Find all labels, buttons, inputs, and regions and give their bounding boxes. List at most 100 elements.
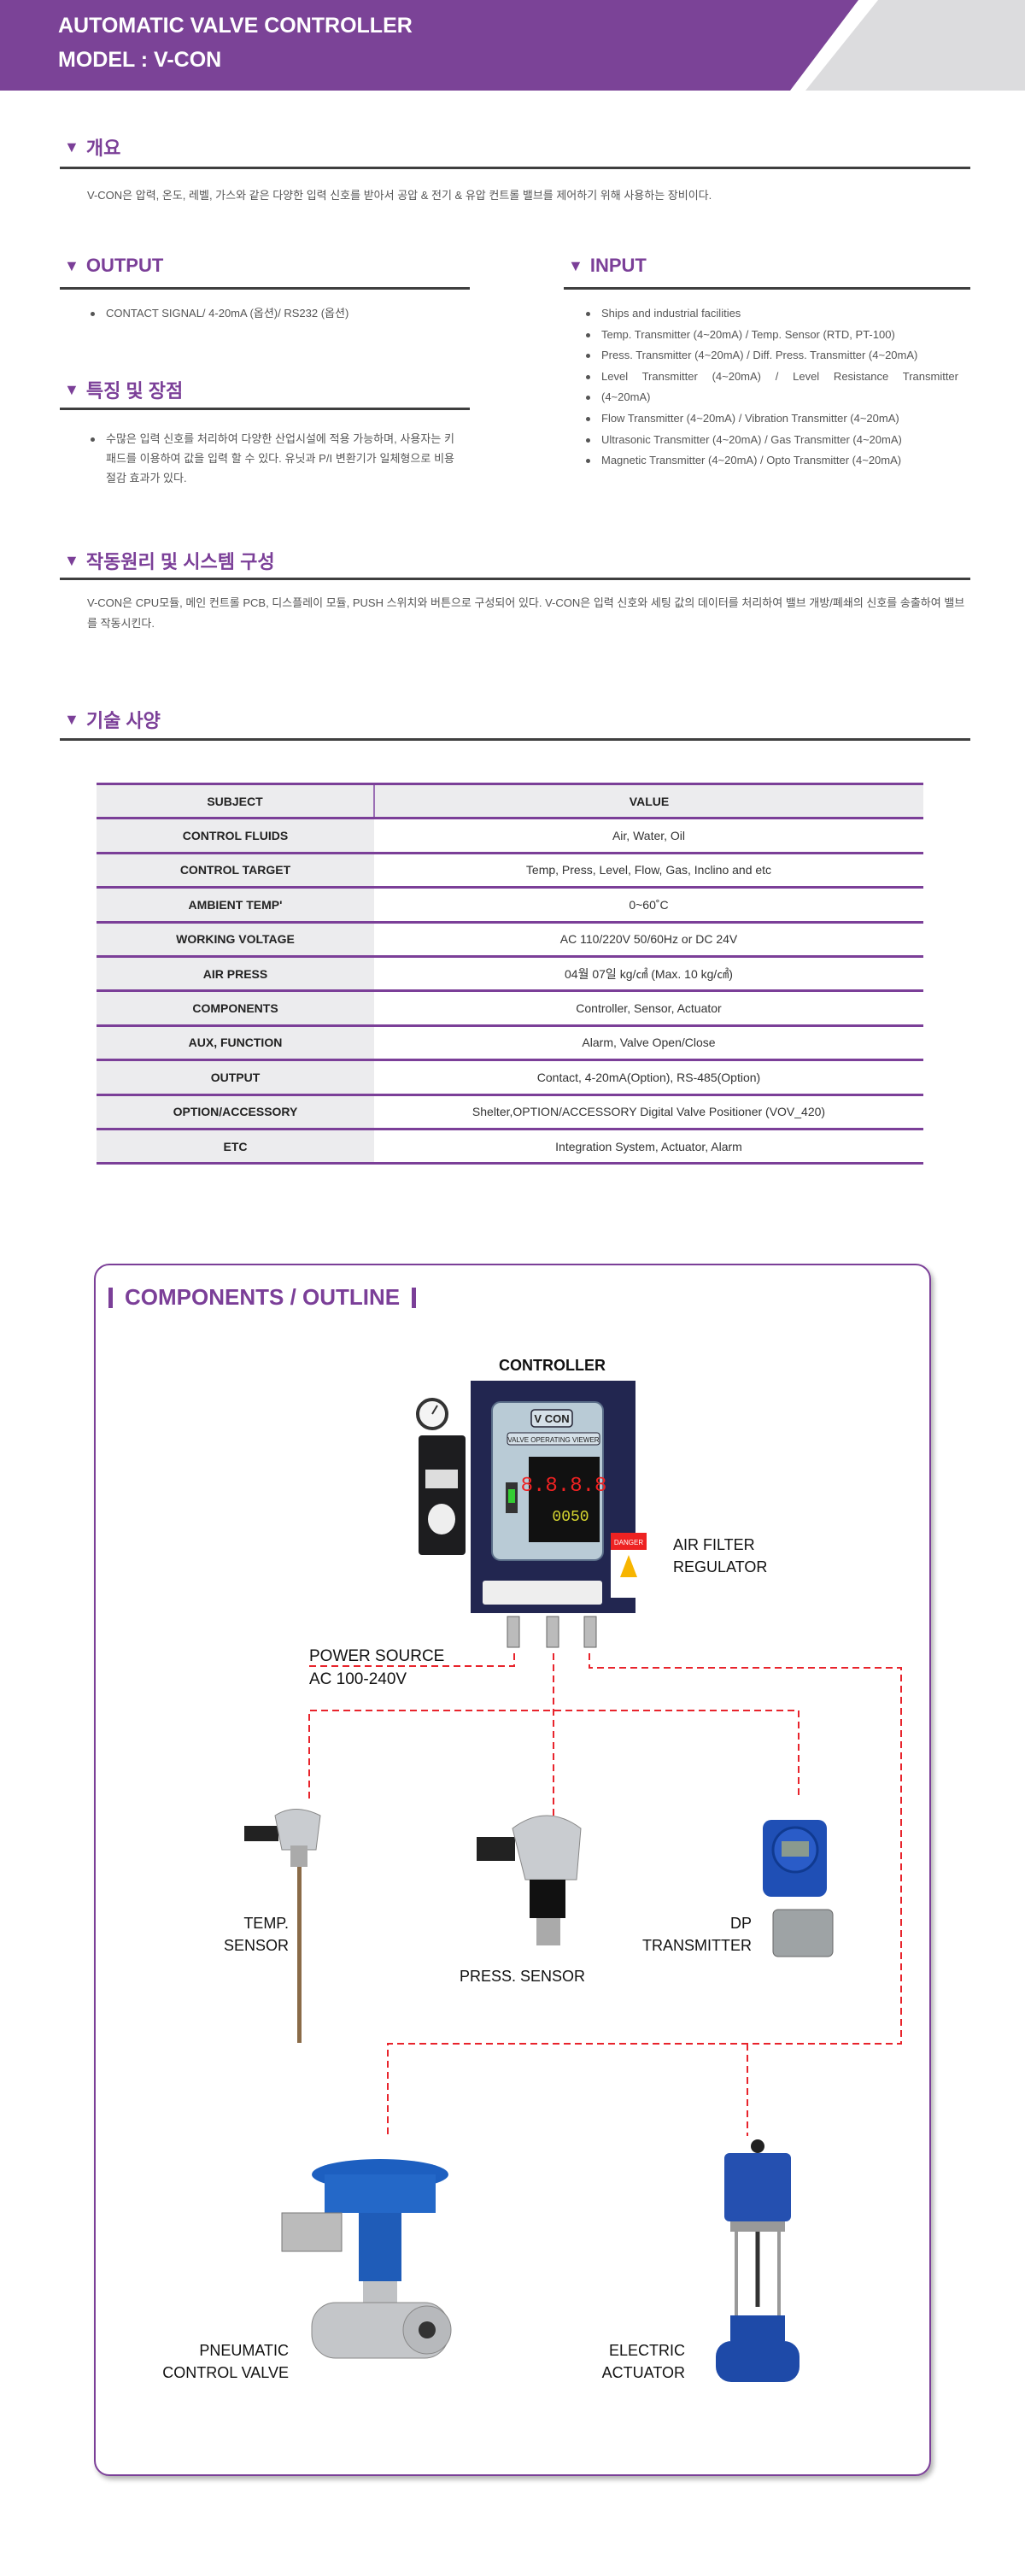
subject-cell: AMBIENT TEMP': [97, 887, 374, 924]
overview-heading: ▼ 개요: [64, 133, 120, 161]
divider: [60, 738, 970, 741]
divider: [564, 287, 970, 290]
list-item: (4~20mA): [583, 387, 958, 408]
components-title: COMPONENTS / OUTLINE: [108, 1284, 417, 1311]
label-line: PNEUMATIC: [199, 2342, 289, 2359]
column-header: SUBJECT: [97, 782, 375, 820]
triangle-down-icon: ▼: [64, 380, 79, 398]
label-line: ELECTRIC: [608, 2342, 685, 2359]
label-line: REGULATOR: [673, 1558, 768, 1576]
overview-text: V-CON은 압력, 온도, 레벨, 가스와 같은 다양한 입력 신호를 받아서…: [87, 189, 712, 202]
subject-cell: WORKING VOLTAGE: [97, 922, 374, 958]
label-line: SENSOR: [223, 1937, 289, 1954]
list-item: CONTACT SIGNAL/ 4-20mA (옵션)/ RS232 (옵션): [87, 303, 463, 325]
output-heading-text: OUTPUT: [85, 255, 164, 276]
subject-cell: OUTPUT: [97, 1059, 374, 1096]
label-line: CONTROL VALVE: [162, 2364, 289, 2381]
dp-transmitter-label: DP TRANSMITTER: [642, 1912, 752, 1957]
value-cell: Controller, Sensor, Actuator: [374, 990, 923, 1027]
pneumatic-valve-image: [281, 2159, 452, 2359]
electric-actuator-image: [716, 2139, 800, 2382]
value-cell: AC 110/220V 50/60Hz or DC 24V: [374, 922, 923, 958]
features-list: 수많은 입력 신호를 처리하여 다양한 산업시설에 적용 가능하며, 사용자는 …: [87, 429, 454, 488]
page-title: AUTOMATIC VALVE CONTROLLER: [58, 14, 413, 38]
model-name: MODEL : V-CON: [58, 48, 222, 72]
value-cell: Integration System, Actuator, Alarm: [374, 1129, 923, 1165]
label-line: TRANSMITTER: [642, 1937, 752, 1954]
list-item: Ultrasonic Transmitter (4~20mA) / Gas Tr…: [583, 430, 958, 451]
triangle-down-icon: ▼: [64, 138, 79, 155]
controller-label: CONTROLLER: [499, 1357, 606, 1374]
list-item: Level Transmitter (4~20mA) / Level Resis…: [583, 367, 958, 388]
label-line: DP: [729, 1915, 752, 1932]
press-sensor-label: PRESS. SENSOR: [460, 1968, 586, 1985]
principle-heading-text: 작동원리 및 시스템 구성: [85, 551, 275, 572]
controller-viewer-text: VALVE OPERATING VIEWER: [507, 1436, 599, 1444]
value-cell: Contact, 4-20mA(Option), RS-485(Option): [374, 1059, 923, 1096]
temp-sensor-label: TEMP. SENSOR: [224, 1912, 289, 1957]
input-heading: ▼ INPUT: [568, 255, 647, 277]
divider: [60, 578, 970, 580]
subject-cell: ETC: [97, 1129, 374, 1165]
press-sensor-image: [477, 1815, 582, 1945]
label-line: POWER SOURCE: [309, 1647, 445, 1665]
components-title-text: COMPONENTS / OUTLINE: [125, 1284, 401, 1310]
list-item: Temp. Transmitter (4~20mA) / Temp. Senso…: [583, 325, 958, 346]
value-cell: Temp, Press, Level, Flow, Gas, Inclino a…: [374, 853, 923, 889]
display-primary: 8.8.8.8: [521, 1475, 607, 1498]
components-panel: [94, 1264, 931, 2476]
label-line: TEMP.: [243, 1915, 289, 1932]
danger-label: DANGER: [614, 1539, 643, 1546]
pneumatic-valve-label: PNEUMATIC CONTROL VALVE: [162, 2339, 289, 2384]
dp-transmitter-image: [763, 1820, 834, 1957]
features-heading-text: 특징 및 장점: [85, 380, 184, 402]
subject-cell: OPTION/ACCESSORY: [97, 1094, 374, 1130]
output-heading: ▼ OUTPUT: [64, 255, 163, 277]
value-cell: 0~60˚C: [374, 887, 923, 924]
value-cell: Shelter,OPTION/ACCESSORY Digital Valve P…: [374, 1094, 923, 1130]
list-item: Magnetic Transmitter (4~20mA) / Opto Tra…: [583, 450, 958, 472]
features-heading: ▼ 특징 및 장점: [64, 376, 183, 403]
subject-cell: CONTROL TARGET: [97, 853, 374, 889]
controller-image: V CON VALVE OPERATING VIEWER 8.8.8.8 005…: [416, 1381, 647, 1648]
subject-cell: COMPONENTS: [97, 990, 374, 1027]
triangle-down-icon: ▼: [568, 256, 583, 274]
input-list: Ships and industrial facilities Temp. Tr…: [583, 303, 958, 472]
table-row: AMBIENT TEMP'0~60˚C: [97, 887, 923, 924]
triangle-down-icon: ▼: [64, 551, 79, 569]
list-item: Press. Transmitter (4~20mA) / Diff. Pres…: [583, 345, 958, 367]
header-banner: [0, 0, 1025, 91]
divider: [60, 287, 470, 290]
triangle-down-icon: ▼: [64, 710, 79, 728]
input-heading-text: INPUT: [589, 255, 647, 276]
subject-cell: AIR PRESS: [97, 956, 374, 993]
controller-logo-text: V CON: [534, 1412, 569, 1425]
spec-heading: ▼기술 사양: [64, 706, 161, 733]
triangle-down-icon: ▼: [64, 256, 79, 274]
list-item: Flow Transmitter (4~20mA) / Vibration Tr…: [583, 408, 958, 430]
value-cell: Alarm, Valve Open/Close: [374, 1025, 923, 1062]
display-secondary: 0050: [552, 1509, 589, 1526]
value-cell: Air, Water, Oil: [374, 818, 923, 854]
overview-heading-text: 개요: [85, 138, 121, 159]
column-header: VALUE: [374, 782, 923, 820]
divider: [60, 167, 970, 169]
list-item: Ships and industrial facilities: [583, 303, 958, 325]
value-cell: 04월 07일 kg/㎠ (Max. 10 kg/㎠): [374, 956, 923, 993]
list-item: 수많은 입력 신호를 처리하여 다양한 산업시설에 적용 가능하며, 사용자는 …: [87, 429, 454, 488]
dashed-wiring: [308, 1653, 902, 2136]
